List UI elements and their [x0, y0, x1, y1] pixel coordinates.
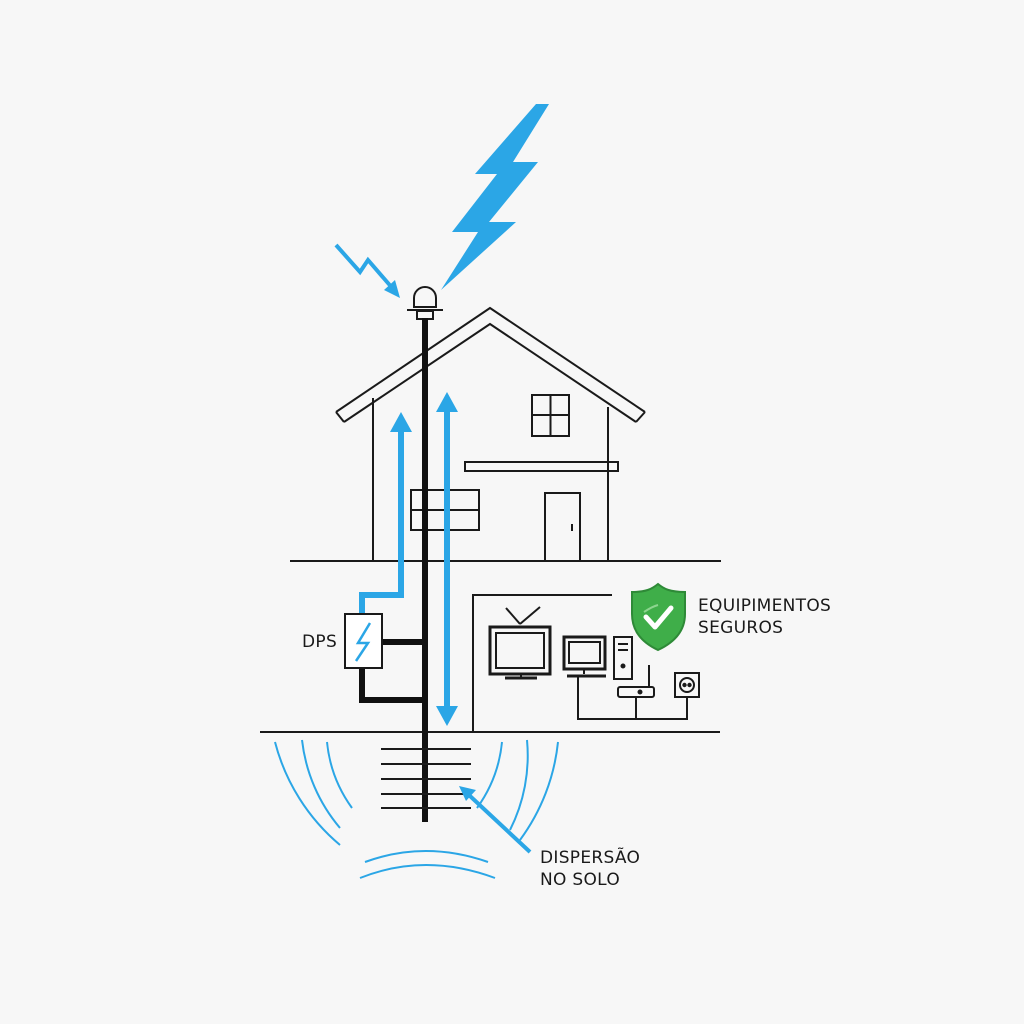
roof-outer — [335, 306, 646, 413]
dispersion-arrow — [459, 786, 532, 854]
lightning-bolt-icon — [441, 104, 549, 290]
black-wiring — [359, 639, 425, 703]
ground-lines — [260, 560, 721, 733]
dps-to-ground — [359, 668, 425, 703]
equipment-label-line2: SEGUROS — [698, 618, 783, 638]
equipment-wiring — [577, 676, 688, 720]
dispersion-label-line1: DISPERSÃO — [540, 846, 640, 868]
shield-check-icon — [631, 582, 686, 652]
house — [335, 306, 646, 562]
router-icon — [617, 665, 655, 698]
surge-path-arrow — [359, 412, 412, 613]
grounding-electrodes — [381, 748, 471, 809]
dps-bolt-icon — [354, 622, 372, 662]
equipment-room — [472, 594, 612, 732]
tv-icon — [488, 606, 552, 680]
ledge — [464, 461, 619, 472]
small-lightning-arrow-icon — [334, 243, 400, 298]
dps-label: DPS — [302, 632, 337, 652]
roof-inner — [343, 322, 637, 423]
dispersion-arcs — [274, 739, 559, 879]
power-outlet-icon — [674, 672, 700, 698]
door — [544, 492, 581, 562]
equipment-label-line1: EQUIPIMENTOS — [698, 596, 831, 616]
dps-device — [344, 613, 383, 669]
dispersion-label-line2: NO SOLO — [540, 870, 620, 890]
lightning-rod-icon — [407, 286, 443, 822]
conduction-double-arrow — [436, 392, 458, 726]
computer-icon — [562, 635, 633, 680]
